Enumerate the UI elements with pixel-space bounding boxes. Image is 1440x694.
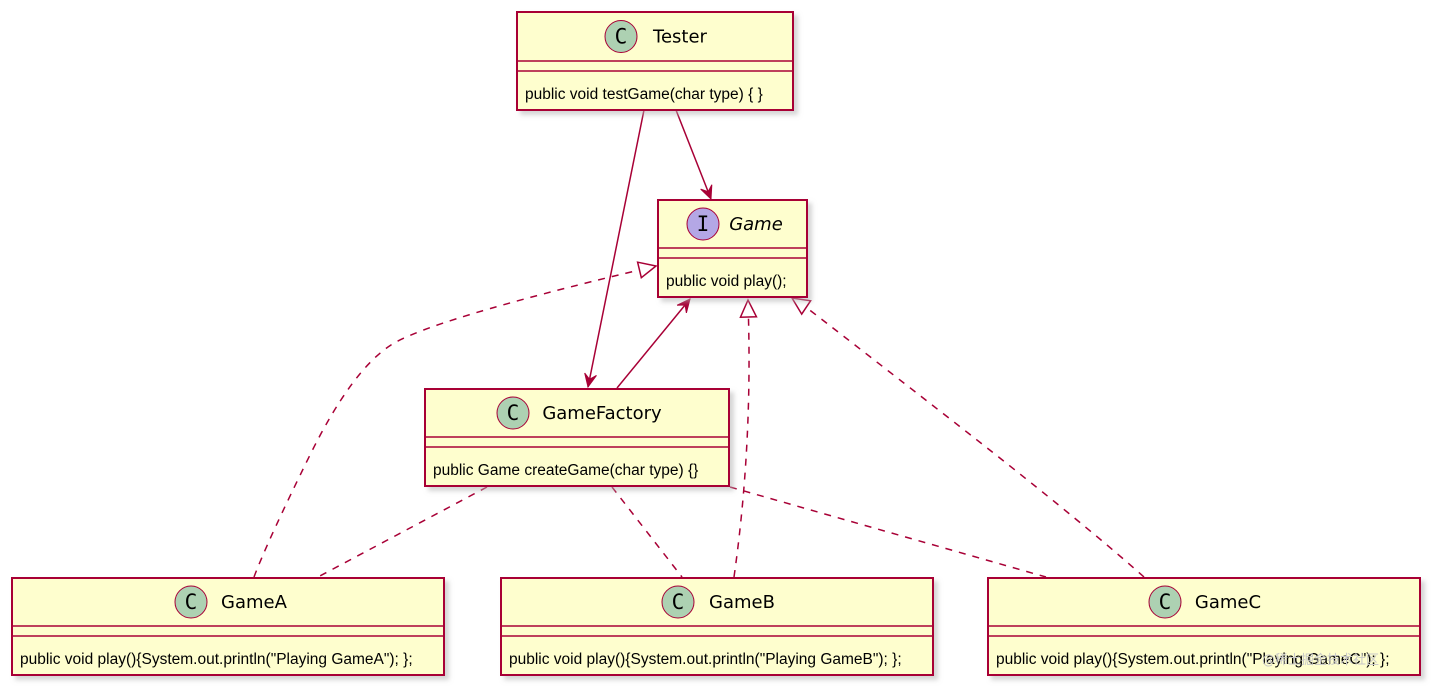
relation-realization-gamec-game bbox=[790, 297, 1145, 578]
class-name: GameC bbox=[1195, 592, 1261, 613]
class-stereotype-icon bbox=[174, 585, 208, 619]
relation-line bbox=[317, 486, 488, 578]
stereotype-letter: C bbox=[1159, 590, 1172, 614]
relation-line bbox=[253, 269, 640, 578]
class-name: Tester bbox=[652, 27, 708, 48]
stereotype-letter: I bbox=[697, 212, 710, 236]
relation-association-tester-gamefactory bbox=[584, 109, 645, 389]
class-member: public void testGame(char type) { } bbox=[525, 86, 763, 103]
relation-line bbox=[729, 486, 1047, 578]
relation-line bbox=[733, 316, 750, 578]
stereotype-letter: C bbox=[507, 401, 520, 425]
relation-dependency-gamefactory-gameb bbox=[611, 486, 683, 578]
relation-dependency-gamefactory-gamec bbox=[729, 486, 1047, 578]
class-stereotype-icon bbox=[604, 20, 638, 53]
watermark-text: @稀土掘金技术社区 bbox=[1262, 652, 1379, 668]
realization-arrowhead bbox=[739, 298, 758, 318]
class-member: public void play(){System.out.println("P… bbox=[996, 651, 1390, 668]
relation-line bbox=[611, 486, 683, 578]
class-member: public Game createGame(char type) {} bbox=[433, 462, 698, 479]
stereotype-letter: C bbox=[672, 590, 685, 614]
class-name: Game bbox=[729, 214, 783, 235]
association-arrowhead bbox=[584, 372, 597, 389]
class-name: GameB bbox=[709, 592, 775, 613]
stereotype-letter: C bbox=[615, 25, 628, 49]
class-member: public void play(); bbox=[666, 273, 787, 290]
realization-arrowhead bbox=[636, 261, 658, 280]
relation-dependency-gamefactory-gamea bbox=[317, 486, 488, 578]
classes-layer: C Tester public void testGame(char type) {… bbox=[11, 11, 1421, 676]
relation-line bbox=[805, 306, 1145, 578]
association-arrowhead bbox=[700, 184, 713, 201]
relation-association-gamefactory-game bbox=[616, 298, 691, 389]
interface-stereotype-icon bbox=[686, 207, 720, 241]
relation-association-tester-game bbox=[675, 109, 713, 201]
class-box-tester[interactable]: C Tester public void testGame(char type) {… bbox=[516, 11, 794, 111]
class-member: public void play(){System.out.println("P… bbox=[509, 651, 902, 668]
class-box-gamec[interactable]: C GameC public void play(){System.out.prin… bbox=[987, 577, 1421, 676]
relation-line bbox=[616, 298, 691, 389]
relations-layer bbox=[253, 109, 1145, 578]
stereotype-letter: C bbox=[185, 590, 198, 614]
relation-line bbox=[587, 109, 645, 388]
class-name: GameA bbox=[221, 592, 288, 613]
association-arrowhead bbox=[676, 298, 691, 313]
relation-line bbox=[675, 109, 712, 200]
class-box-game[interactable]: I Game public void play(); bbox=[657, 199, 808, 298]
relation-realization-gameb-game bbox=[733, 298, 758, 578]
class-stereotype-icon bbox=[1148, 585, 1182, 619]
class-member: public void play(){System.out.println("P… bbox=[20, 651, 413, 668]
class-box-gameb[interactable]: C GameB public void play(){System.out.prin… bbox=[500, 577, 934, 676]
class-box-gamefactory[interactable]: C GameFactory public Game createGame(char … bbox=[424, 388, 730, 487]
relation-realization-gamea-game bbox=[253, 261, 658, 578]
class-stereotype-icon bbox=[661, 585, 695, 619]
class-name: GameFactory bbox=[542, 403, 662, 424]
class-box-gamea[interactable]: C GameA public void play(){System.out.prin… bbox=[11, 577, 445, 676]
class-stereotype-icon bbox=[496, 396, 530, 430]
realization-arrowhead bbox=[790, 297, 812, 316]
